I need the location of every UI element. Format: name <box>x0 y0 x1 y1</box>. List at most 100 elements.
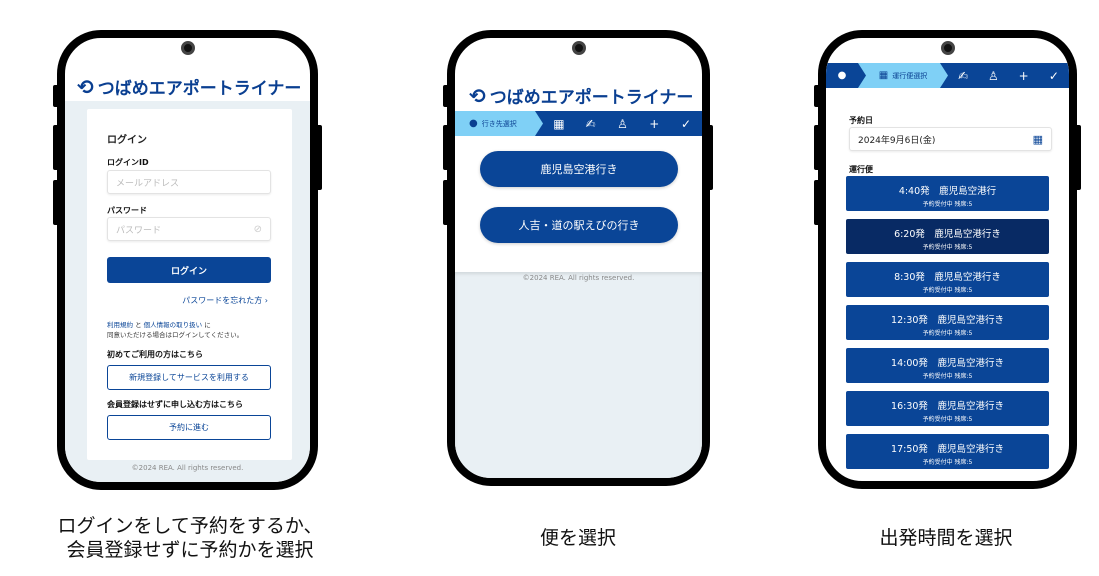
location-pin-icon: ● <box>469 118 478 129</box>
trip-item[interactable]: 16:30発 鹿児島空港行き予約受付中 残席:5 <box>846 391 1049 426</box>
trip-destination: 鹿児島空港行 <box>939 186 997 197</box>
trip-status: 予約受付中 残席:5 <box>922 459 973 466</box>
camera <box>180 41 195 55</box>
trip-item[interactable]: 8:30発 鹿児島空港行き予約受付中 残席:5 <box>846 262 1049 297</box>
person-edit-icon: ✍ <box>958 68 969 83</box>
step-schedule[interactable]: ▦運行便選択 <box>858 63 948 88</box>
trip-status: 予約受付中 残席:5 <box>922 244 973 251</box>
date-label: 予約日 <box>849 116 873 125</box>
trip-status: 予約受付中 残席:5 <box>922 416 973 423</box>
trip-time: 4:40発 <box>898 186 930 197</box>
placeholder: パスワード <box>116 225 162 236</box>
trip-status: 予約受付中 残席:5 <box>922 373 973 380</box>
forgot-password-link[interactable]: パスワードを忘れた方 › <box>182 295 268 306</box>
phone-login: ⟲つばめエアポートライナー ログイン ログインID メールアドレス パスワード … <box>57 30 318 490</box>
trip-title: 4:40発 鹿児島空港行 <box>846 183 1049 197</box>
person-icon: ♙ <box>987 68 999 83</box>
trip-status: 予約受付中 残席:5 <box>922 287 973 294</box>
trip-time: 14:00発 <box>891 358 928 369</box>
destination-option[interactable]: 人吉・道の駅えびの行き <box>480 207 678 243</box>
brand-logo: ⟲つばめエアポートライナー <box>77 74 302 100</box>
trip-item[interactable]: 14:00発 鹿児島空港行き予約受付中 残席:5 <box>846 348 1049 383</box>
logo-icon: ⟲ <box>469 83 486 108</box>
trip-status: 予約受付中 残席:5 <box>922 330 973 337</box>
phone-schedule: ● ▦運行便選択 ✍ ♙ + ✓ 予約日 2024年9月6日(金)▦ 運行便 4… <box>818 30 1077 489</box>
trip-title: 6:20発 鹿児島空港行き <box>846 226 1049 240</box>
trip-destination: 鹿児島空港行き <box>937 401 1004 412</box>
first-time-label: 初めてご利用の方はこちら <box>107 350 203 359</box>
phone-destination: ⟲つばめエアポートライナー ●行き先選択 ▦ ✍ ♙ + ✓ 鹿児島空港行き 人… <box>447 30 710 486</box>
login-id-label: ログインID <box>107 158 149 167</box>
trip-item[interactable]: 17:50発 鹿児島空港行き予約受付中 残席:5 <box>846 434 1049 469</box>
logo-icon: ⟲ <box>77 74 94 99</box>
date-picker[interactable]: 2024年9月6日(金) ▦ <box>849 127 1052 151</box>
footer: ©2024 REA. All rights reserved. <box>522 274 635 282</box>
caption-schedule: 出発時間を選択 <box>879 527 1013 549</box>
guest-reserve-button[interactable]: 予約に進む <box>107 415 271 440</box>
consent: 同意いただける場合はログインしてください。 <box>107 331 244 339</box>
trip-destination: 鹿児島空港行き <box>937 444 1004 455</box>
plus-icon: + <box>649 116 660 131</box>
trip-title: 17:50発 鹿児島空港行き <box>846 441 1049 455</box>
calendar-icon: ▦ <box>553 116 565 131</box>
brand-logo: ⟲つばめエアポートライナー <box>469 83 694 109</box>
guest-label: 会員登録はせずに申し込む方はこちら <box>107 400 243 409</box>
date-value: 2024年9月6日(金) <box>858 135 936 146</box>
check-icon: ✓ <box>681 116 692 131</box>
trip-destination: 鹿児島空港行き <box>934 272 1001 283</box>
trip-destination: 鹿児島空港行き <box>937 358 1004 369</box>
login-button[interactable]: ログイン <box>107 257 271 283</box>
terms-link[interactable]: 利用規約 <box>107 321 133 329</box>
trip-list-label: 運行便 <box>849 165 873 174</box>
trip-title: 16:30発 鹿児島空港行き <box>846 398 1049 412</box>
privacy-link[interactable]: 個人情報の取り扱い <box>143 321 203 329</box>
caption-login: ログインをして予約をするか、会員登録せずに予約かを選択 <box>30 514 350 562</box>
trip-time: 8:30発 <box>894 272 925 283</box>
trip-time: 17:50発 <box>891 444 928 455</box>
check-icon: ✓ <box>1048 68 1059 83</box>
and: と <box>133 321 144 329</box>
forgot-text: パスワードを忘れた方 <box>182 296 263 305</box>
step-label: 運行便選択 <box>892 71 928 80</box>
brand-name: つばめエアポートライナー <box>97 79 302 99</box>
trip-item[interactable]: 12:30発 鹿児島空港行き予約受付中 残席:5 <box>846 305 1049 340</box>
trip-time: 12:30発 <box>891 315 928 326</box>
caption-line: ログインをして予約をするか、 <box>57 515 323 537</box>
trip-time: 16:30発 <box>891 401 928 412</box>
calendar-icon[interactable]: ▦ <box>1032 132 1043 146</box>
caption-line: 会員登録せずに予約かを選択 <box>66 539 314 561</box>
destination-option[interactable]: 鹿児島空港行き <box>480 151 678 187</box>
trip-destination: 鹿児島空港行き <box>937 315 1004 326</box>
login-title: ログイン <box>107 135 147 146</box>
calendar-icon: ▦ <box>878 70 889 81</box>
camera <box>940 41 955 55</box>
person-edit-icon: ✍ <box>585 116 596 131</box>
chevron-right-icon: › <box>264 296 268 305</box>
step-label: 行き先選択 <box>481 119 517 128</box>
plus-icon: + <box>1018 68 1029 83</box>
progress-stepper: ● ▦運行便選択 ✍ ♙ + ✓ <box>826 63 1069 88</box>
step-destination[interactable]: ●行き先選択 <box>455 111 543 136</box>
register-button[interactable]: 新規登録してサービスを利用する <box>107 365 271 390</box>
trip-item[interactable]: 4:40発 鹿児島空港行予約受付中 残席:5 <box>846 176 1049 211</box>
trip-item[interactable]: 6:20発 鹿児島空港行き予約受付中 残席:5 <box>846 219 1049 254</box>
trip-title: 12:30発 鹿児島空港行き <box>846 312 1049 326</box>
progress-stepper: ●行き先選択 ▦ ✍ ♙ + ✓ <box>455 111 702 136</box>
brand-name: つばめエアポートライナー <box>489 88 694 108</box>
password-label: パスワード <box>107 206 147 215</box>
camera <box>571 41 586 55</box>
ni: に <box>202 321 211 329</box>
eye-off-icon[interactable]: ⊘ <box>253 223 262 235</box>
consent-text: 利用規約 と 個人情報の取り扱い に同意いただける場合はログインしてください。 <box>107 320 243 340</box>
placeholder: メールアドレス <box>116 178 180 189</box>
location-pin-icon[interactable]: ● <box>837 70 847 81</box>
login-id-input[interactable]: メールアドレス <box>107 170 271 194</box>
person-icon: ♙ <box>617 116 628 131</box>
trip-title: 14:00発 鹿児島空港行き <box>846 355 1049 369</box>
trip-status: 予約受付中 残席:5 <box>922 201 973 208</box>
password-input[interactable]: パスワード ⊘ <box>107 217 271 241</box>
trip-title: 8:30発 鹿児島空港行き <box>846 269 1049 283</box>
trip-time: 6:20発 <box>894 229 925 240</box>
login-card: ログイン ログインID メールアドレス パスワード パスワード ⊘ ログイン パス… <box>87 109 292 460</box>
caption-destination: 便を選択 <box>539 527 616 549</box>
